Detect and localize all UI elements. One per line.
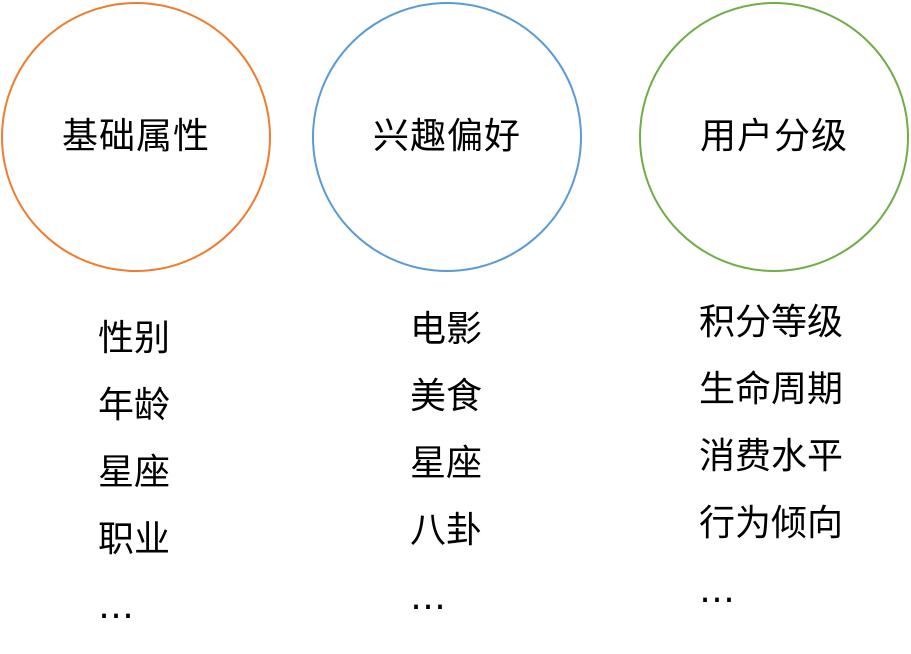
list-item: 消费水平 (699, 436, 844, 477)
list-item: 年龄 (98, 385, 171, 426)
category-title: 基础属性 (61, 116, 210, 157)
list-item: 星座 (410, 443, 483, 484)
list-item-ellipsis: … (699, 570, 735, 611)
list-item: 电影 (410, 309, 483, 350)
category-items-list: 积分等级 生命周期 消费水平 行为倾向 … (699, 289, 843, 624)
list-item: 生命周期 (699, 369, 844, 410)
list-item: 性别 (98, 318, 171, 359)
list-item: 星座 (98, 452, 171, 493)
category-title: 用户分级 (699, 116, 848, 157)
category-circle-basic-attributes: 基础属性 (1, 2, 271, 272)
list-item: 积分等级 (699, 302, 844, 343)
list-item: 美食 (410, 376, 483, 417)
list-item: 八卦 (410, 510, 483, 551)
category-items-list: 性别 年龄 星座 职业 … (98, 305, 170, 640)
category-circle-user-tiers: 用户分级 (639, 2, 909, 272)
category-items-list: 电影 美食 星座 八卦 … (410, 296, 482, 631)
list-item: 行为倾向 (699, 503, 844, 544)
list-item-ellipsis: … (410, 577, 446, 618)
list-item: 职业 (98, 519, 171, 560)
category-circle-interest-preferences: 兴趣偏好 (312, 2, 582, 272)
list-item-ellipsis: … (98, 586, 134, 627)
category-title: 兴趣偏好 (372, 116, 521, 157)
